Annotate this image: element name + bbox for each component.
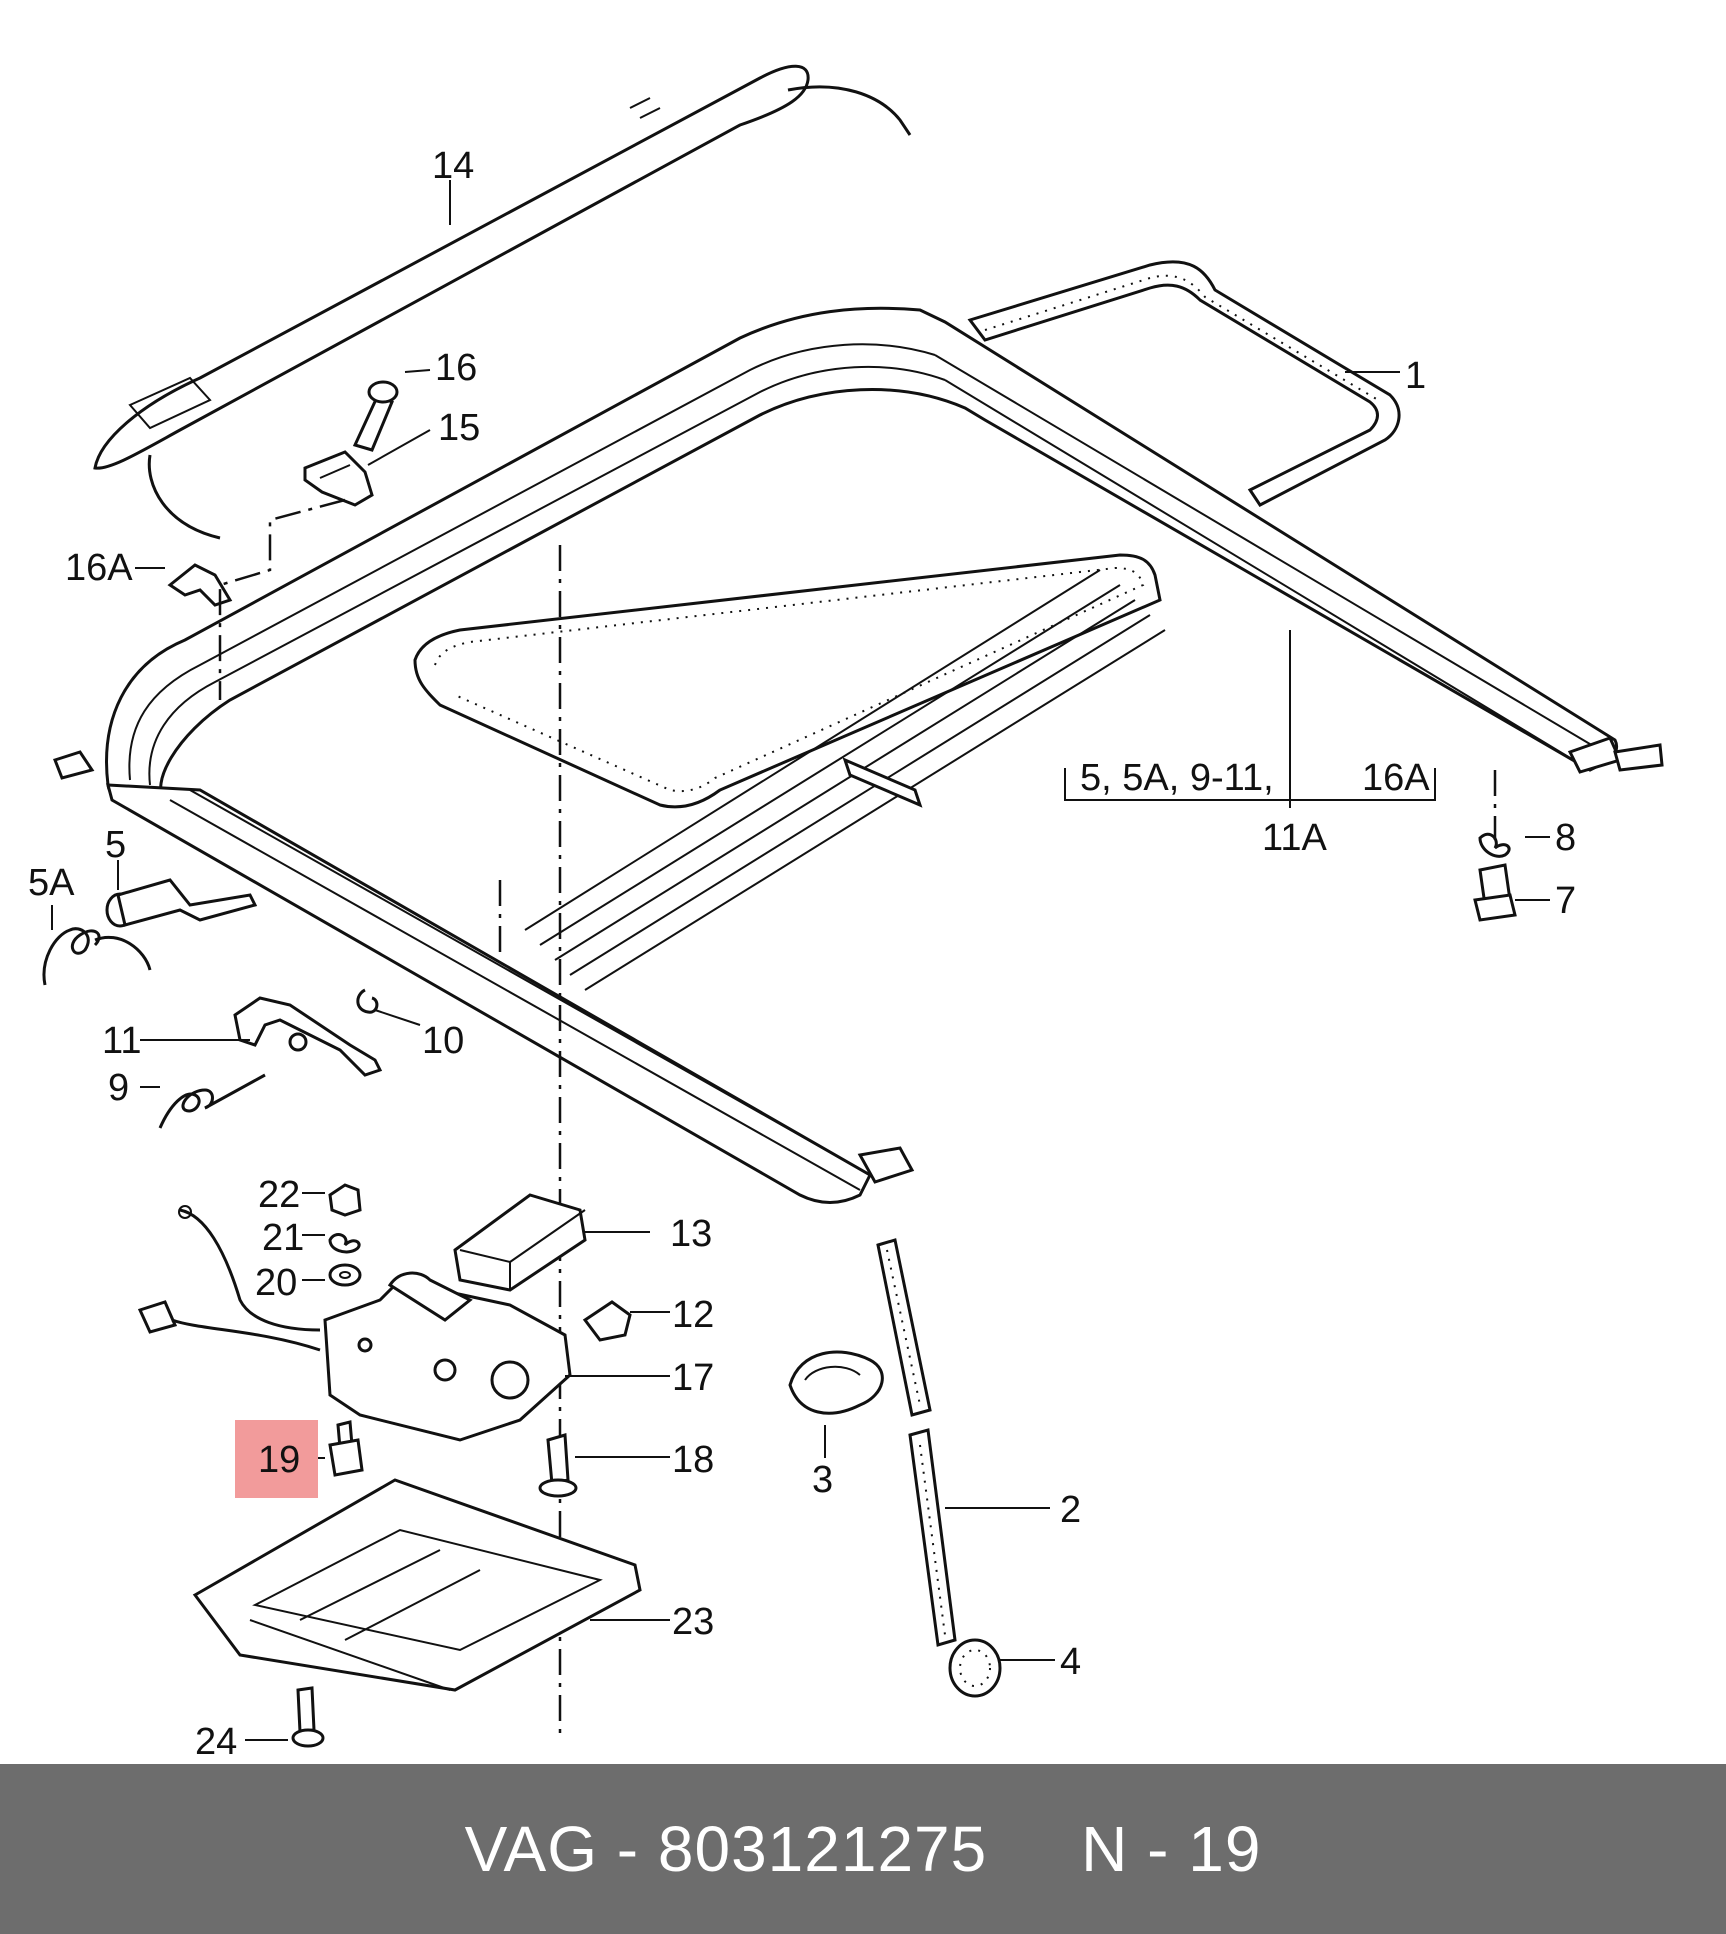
part-9-spring — [158, 1073, 266, 1129]
exploded-parts-diagram: 14 16 15 16A 1 5, 5A, 9-11, 16A 11A 8 7 … — [28, 64, 1664, 1760]
part-16A-clip — [167, 563, 233, 607]
callout-2: 2 — [1060, 1489, 1081, 1531]
part-info-text: VAG - 803121275 N - 19 — [465, 1812, 1262, 1886]
part-7-bolt — [1473, 863, 1517, 922]
callout-7: 7 — [1555, 880, 1576, 922]
callout-14: 14 — [432, 145, 474, 187]
callout-11: 11 — [102, 1020, 141, 1062]
part-19-bushing — [328, 1420, 364, 1477]
part-21-washer — [328, 1233, 361, 1254]
callout-3: 3 — [812, 1459, 833, 1501]
callout-21: 21 — [262, 1217, 304, 1259]
part-20-washer — [328, 1263, 362, 1287]
callout-20: 20 — [255, 1262, 297, 1304]
leader-lines — [51, 180, 1550, 1741]
footer-gap — [987, 1812, 1081, 1886]
callout-17: 17 — [672, 1357, 714, 1399]
part-5-lever — [105, 878, 258, 928]
part-number: 803121275 — [657, 1813, 988, 1885]
callout-4: 4 — [1060, 1641, 1081, 1683]
callout-9: 9 — [108, 1067, 129, 1109]
callout-16: 16 — [435, 347, 477, 389]
part-15-bracket — [303, 450, 374, 507]
part-5A-spring — [42, 927, 152, 986]
part-8-washer — [1478, 832, 1511, 858]
position-label: N - 19 — [1081, 1813, 1262, 1885]
part-17-motor — [323, 1271, 572, 1442]
callout-23: 23 — [672, 1601, 714, 1643]
part-22-nut — [328, 1183, 362, 1217]
callout-18: 18 — [672, 1439, 714, 1481]
part-23-cover — [192, 1478, 642, 1692]
part-11-arm — [233, 996, 383, 1077]
callout-10: 10 — [422, 1020, 464, 1062]
callout-12: 12 — [672, 1294, 714, 1336]
callout-11A: 11A — [1262, 817, 1327, 859]
part-12-nut — [582, 1300, 632, 1342]
callout-1: 1 — [1405, 355, 1426, 397]
brand-label: VAG — [464, 1813, 598, 1885]
highlight-callout-19 — [235, 1420, 318, 1498]
group-label: 5, 5A, 9-11, — [1080, 757, 1274, 799]
part-10-clip — [356, 988, 379, 1014]
group-label-right: 16A — [1362, 757, 1430, 799]
part-4-grommet — [948, 1638, 1002, 1698]
part-24-screw — [291, 1686, 325, 1748]
part-1-sunroof-frame — [53, 260, 1664, 1204]
part-18-screw — [538, 1433, 578, 1498]
part-13-pad — [453, 1193, 587, 1292]
callout-19: 19 — [258, 1439, 300, 1481]
brand-separator: - — [598, 1813, 658, 1885]
part-2-hose — [876, 1238, 957, 1647]
callout-16A: 16A — [65, 547, 133, 589]
part-14-deflector — [93, 64, 912, 540]
callout-22: 22 — [258, 1174, 300, 1216]
part-3-clamp — [788, 1350, 884, 1415]
part-info-footer: VAG - 803121275 N - 19 — [0, 1764, 1726, 1934]
callout-13: 13 — [670, 1213, 712, 1255]
callout-8: 8 — [1555, 817, 1576, 859]
part-16-screw — [352, 380, 399, 452]
part-cable-harness — [137, 1205, 321, 1352]
callout-5A: 5A — [28, 862, 75, 904]
callout-5: 5 — [105, 824, 126, 866]
callout-24: 24 — [195, 1721, 237, 1760]
callout-15: 15 — [438, 407, 480, 449]
